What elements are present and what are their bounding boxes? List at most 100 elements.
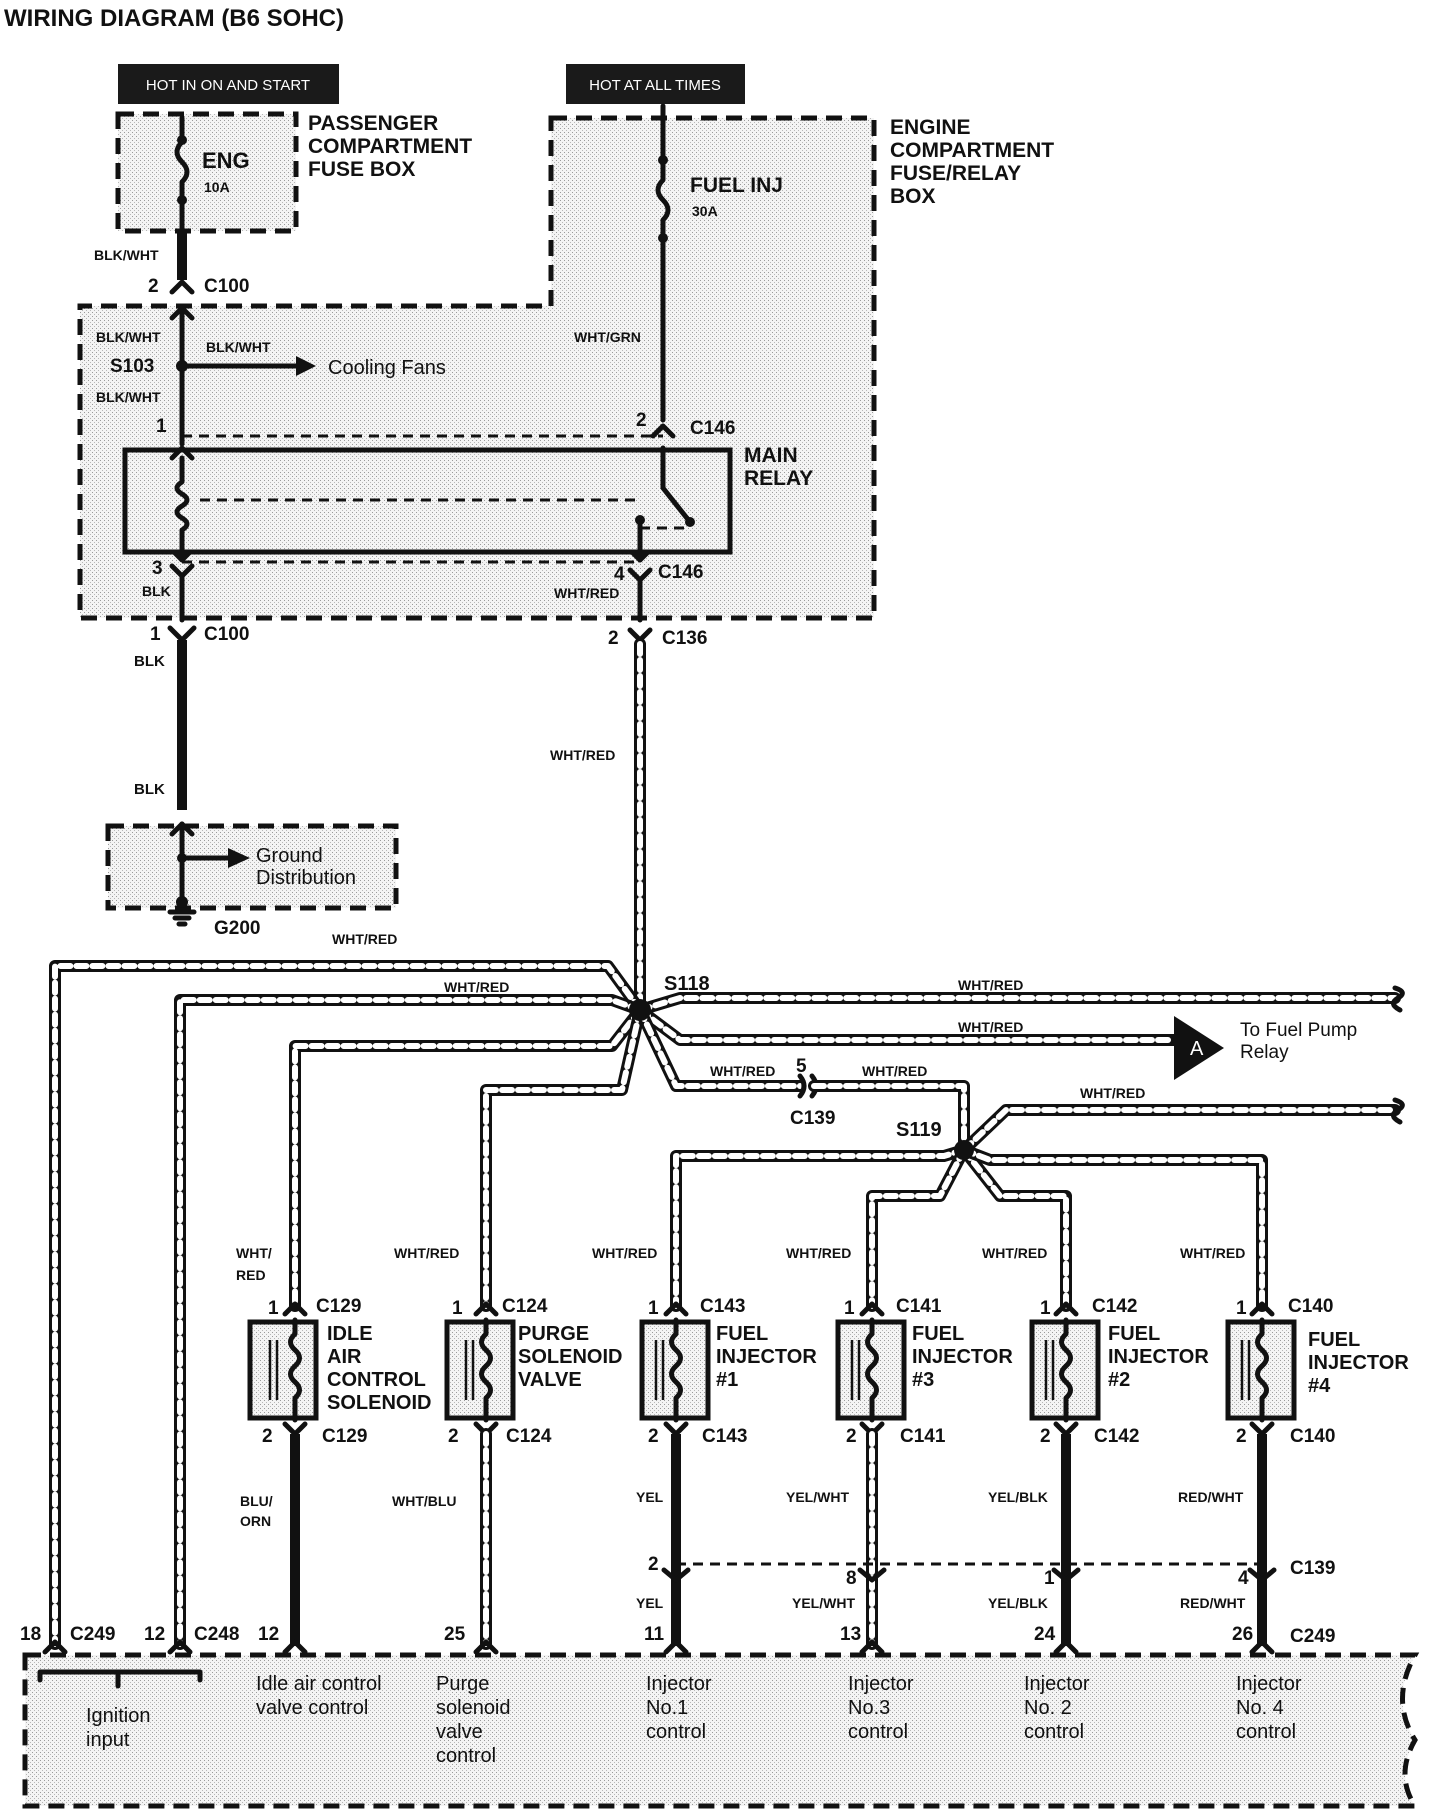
pcm-box: [22, 1652, 1420, 1809]
svg-text:HOT IN ON AND START: HOT IN ON AND START: [146, 77, 310, 94]
svg-text:WHT/RED: WHT/RED: [592, 1245, 657, 1261]
svg-text:3: 3: [152, 558, 163, 579]
fuel-injector-3: 1 C141 FUEL INJECTOR #3 2 C141: [835, 1296, 1013, 1447]
svg-text:FUSE/RELAY: FUSE/RELAY: [890, 162, 1021, 185]
svg-text:WHT/RED: WHT/RED: [394, 1245, 459, 1261]
c100-bottom-label: C100: [204, 624, 249, 645]
svg-text:WHT/RED: WHT/RED: [982, 1245, 1047, 1261]
svg-text:1: 1: [156, 416, 167, 437]
svg-text:2: 2: [1236, 1426, 1247, 1447]
injector-1-input-label: Injector: [646, 1673, 712, 1695]
svg-text:ORN: ORN: [240, 1513, 271, 1529]
svg-text:BLK/WHT: BLK/WHT: [96, 389, 161, 405]
svg-text:SOLENOID: SOLENOID: [327, 1392, 431, 1414]
svg-text:valve control: valve control: [256, 1697, 368, 1719]
fuel-inj-fuse-symbol: [655, 103, 671, 423]
svg-text:RELAY: RELAY: [744, 467, 813, 490]
svg-text:C141: C141: [900, 1426, 946, 1447]
svg-text:WHT/RED: WHT/RED: [862, 1063, 927, 1079]
svg-text:BLU/: BLU/: [240, 1493, 273, 1509]
svg-text:YEL/BLK: YEL/BLK: [988, 1595, 1048, 1611]
s118-label: S118: [664, 973, 710, 995]
svg-text:YEL/WHT: YEL/WHT: [792, 1595, 855, 1611]
svg-text:2: 2: [608, 628, 619, 649]
injector-4-input-label: Injector: [1236, 1673, 1302, 1695]
c139-bottom-label: C139: [1290, 1558, 1335, 1579]
ground-distribution-label: Ground: [256, 845, 323, 867]
svg-text:C141: C141: [896, 1296, 942, 1317]
svg-text:WHT/RED: WHT/RED: [958, 977, 1023, 993]
s119-harness: [670, 1104, 1401, 1312]
svg-text:WHT/RED: WHT/RED: [1080, 1085, 1145, 1101]
svg-text:WHT/: WHT/: [236, 1245, 272, 1261]
svg-text:WHT/RED: WHT/RED: [550, 747, 615, 763]
svg-text:1: 1: [150, 624, 161, 645]
c100-top-label: C100: [204, 276, 249, 297]
svg-text:WHT/RED: WHT/RED: [786, 1245, 851, 1261]
ground-symbol: [167, 909, 197, 927]
svg-text:C142: C142: [1092, 1296, 1137, 1317]
svg-text:INJECTOR: INJECTOR: [912, 1346, 1013, 1368]
svg-text:8: 8: [846, 1568, 857, 1589]
svg-text:No. 2: No. 2: [1024, 1697, 1072, 1719]
svg-text:1: 1: [648, 1298, 659, 1319]
svg-text:WHT/RED: WHT/RED: [710, 1063, 775, 1079]
svg-text:#2: #2: [1108, 1369, 1130, 1391]
hot-in-on-and-start-badge: HOT IN ON AND START: [118, 64, 339, 104]
svg-text:5: 5: [796, 1056, 807, 1077]
fuel-pump-marker: A: [1190, 1038, 1204, 1060]
svg-text:control: control: [1024, 1721, 1084, 1743]
svg-text:#1: #1: [716, 1369, 738, 1391]
svg-text:WHT/BLU: WHT/BLU: [392, 1493, 457, 1509]
c146-bottom-label: C146: [658, 562, 703, 583]
svg-text:COMPARTMENT: COMPARTMENT: [890, 139, 1054, 162]
svg-text:2: 2: [262, 1426, 273, 1447]
svg-text:No.1: No.1: [646, 1697, 688, 1719]
svg-text:WHT/RED: WHT/RED: [1180, 1245, 1245, 1261]
s103-label: S103: [110, 356, 154, 377]
injector-3-input-label: Injector: [848, 1673, 914, 1695]
svg-text:control: control: [1236, 1721, 1296, 1743]
svg-text:C129: C129: [322, 1426, 367, 1447]
svg-text:2: 2: [846, 1426, 857, 1447]
diagram-title: WIRING DIAGRAM (B6 SOHC): [4, 5, 344, 32]
svg-text:BLK: BLK: [134, 653, 165, 670]
passenger-fuse-box-label: PASSENGER: [308, 112, 438, 135]
svg-text:VALVE: VALVE: [518, 1369, 582, 1391]
svg-text:11: 11: [644, 1624, 665, 1645]
s118-splice: [629, 999, 651, 1021]
svg-text:YEL: YEL: [636, 1595, 664, 1611]
c248-label: C248: [194, 1624, 239, 1645]
svg-text:2: 2: [648, 1426, 659, 1447]
svg-text:C143: C143: [702, 1426, 747, 1447]
svg-text:solenoid: solenoid: [436, 1697, 511, 1719]
svg-text:BLK/WHT: BLK/WHT: [96, 329, 161, 345]
svg-text:YEL: YEL: [636, 1489, 664, 1505]
svg-text:No. 4: No. 4: [1236, 1697, 1284, 1719]
hot-at-all-times-badge: HOT AT ALL TIMES: [566, 64, 745, 104]
engine-fuse-relay-box: [77, 115, 877, 621]
svg-text:#3: #3: [912, 1369, 934, 1391]
svg-text:YEL/WHT: YEL/WHT: [786, 1489, 849, 1505]
svg-text:Relay: Relay: [1240, 1042, 1289, 1063]
svg-text:12: 12: [258, 1624, 279, 1645]
fuel-injector-2: 1 C142 FUEL INJECTOR #2 2 C142: [1029, 1296, 1209, 1447]
s119-label: S119: [896, 1119, 942, 1141]
svg-text:INJECTOR: INJECTOR: [1308, 1352, 1409, 1374]
svg-text:1: 1: [844, 1298, 855, 1319]
svg-text:WHT/RED: WHT/RED: [444, 979, 509, 995]
svg-text:1: 1: [268, 1298, 279, 1319]
svg-text:IDLE: IDLE: [327, 1323, 373, 1345]
svg-text:1: 1: [452, 1298, 463, 1319]
svg-text:control: control: [848, 1721, 908, 1743]
purge-solenoid-valve: 1 C124 PURGE SOLENOID VALVE 2 C124: [444, 1296, 622, 1447]
svg-text:BOX: BOX: [890, 185, 936, 208]
eng-fuse-name: ENG: [202, 148, 250, 173]
svg-text:WHT/RED: WHT/RED: [554, 585, 619, 601]
svg-text:2: 2: [1040, 1426, 1051, 1447]
svg-text:FUSE BOX: FUSE BOX: [308, 158, 415, 181]
svg-text:2: 2: [448, 1426, 459, 1447]
svg-text:INJECTOR: INJECTOR: [716, 1346, 817, 1368]
idle-air-control-solenoid: 1 C129 IDLE AIR CONTROL SOLENOID 2 C129: [247, 1296, 431, 1447]
svg-text:#4: #4: [1308, 1375, 1331, 1397]
